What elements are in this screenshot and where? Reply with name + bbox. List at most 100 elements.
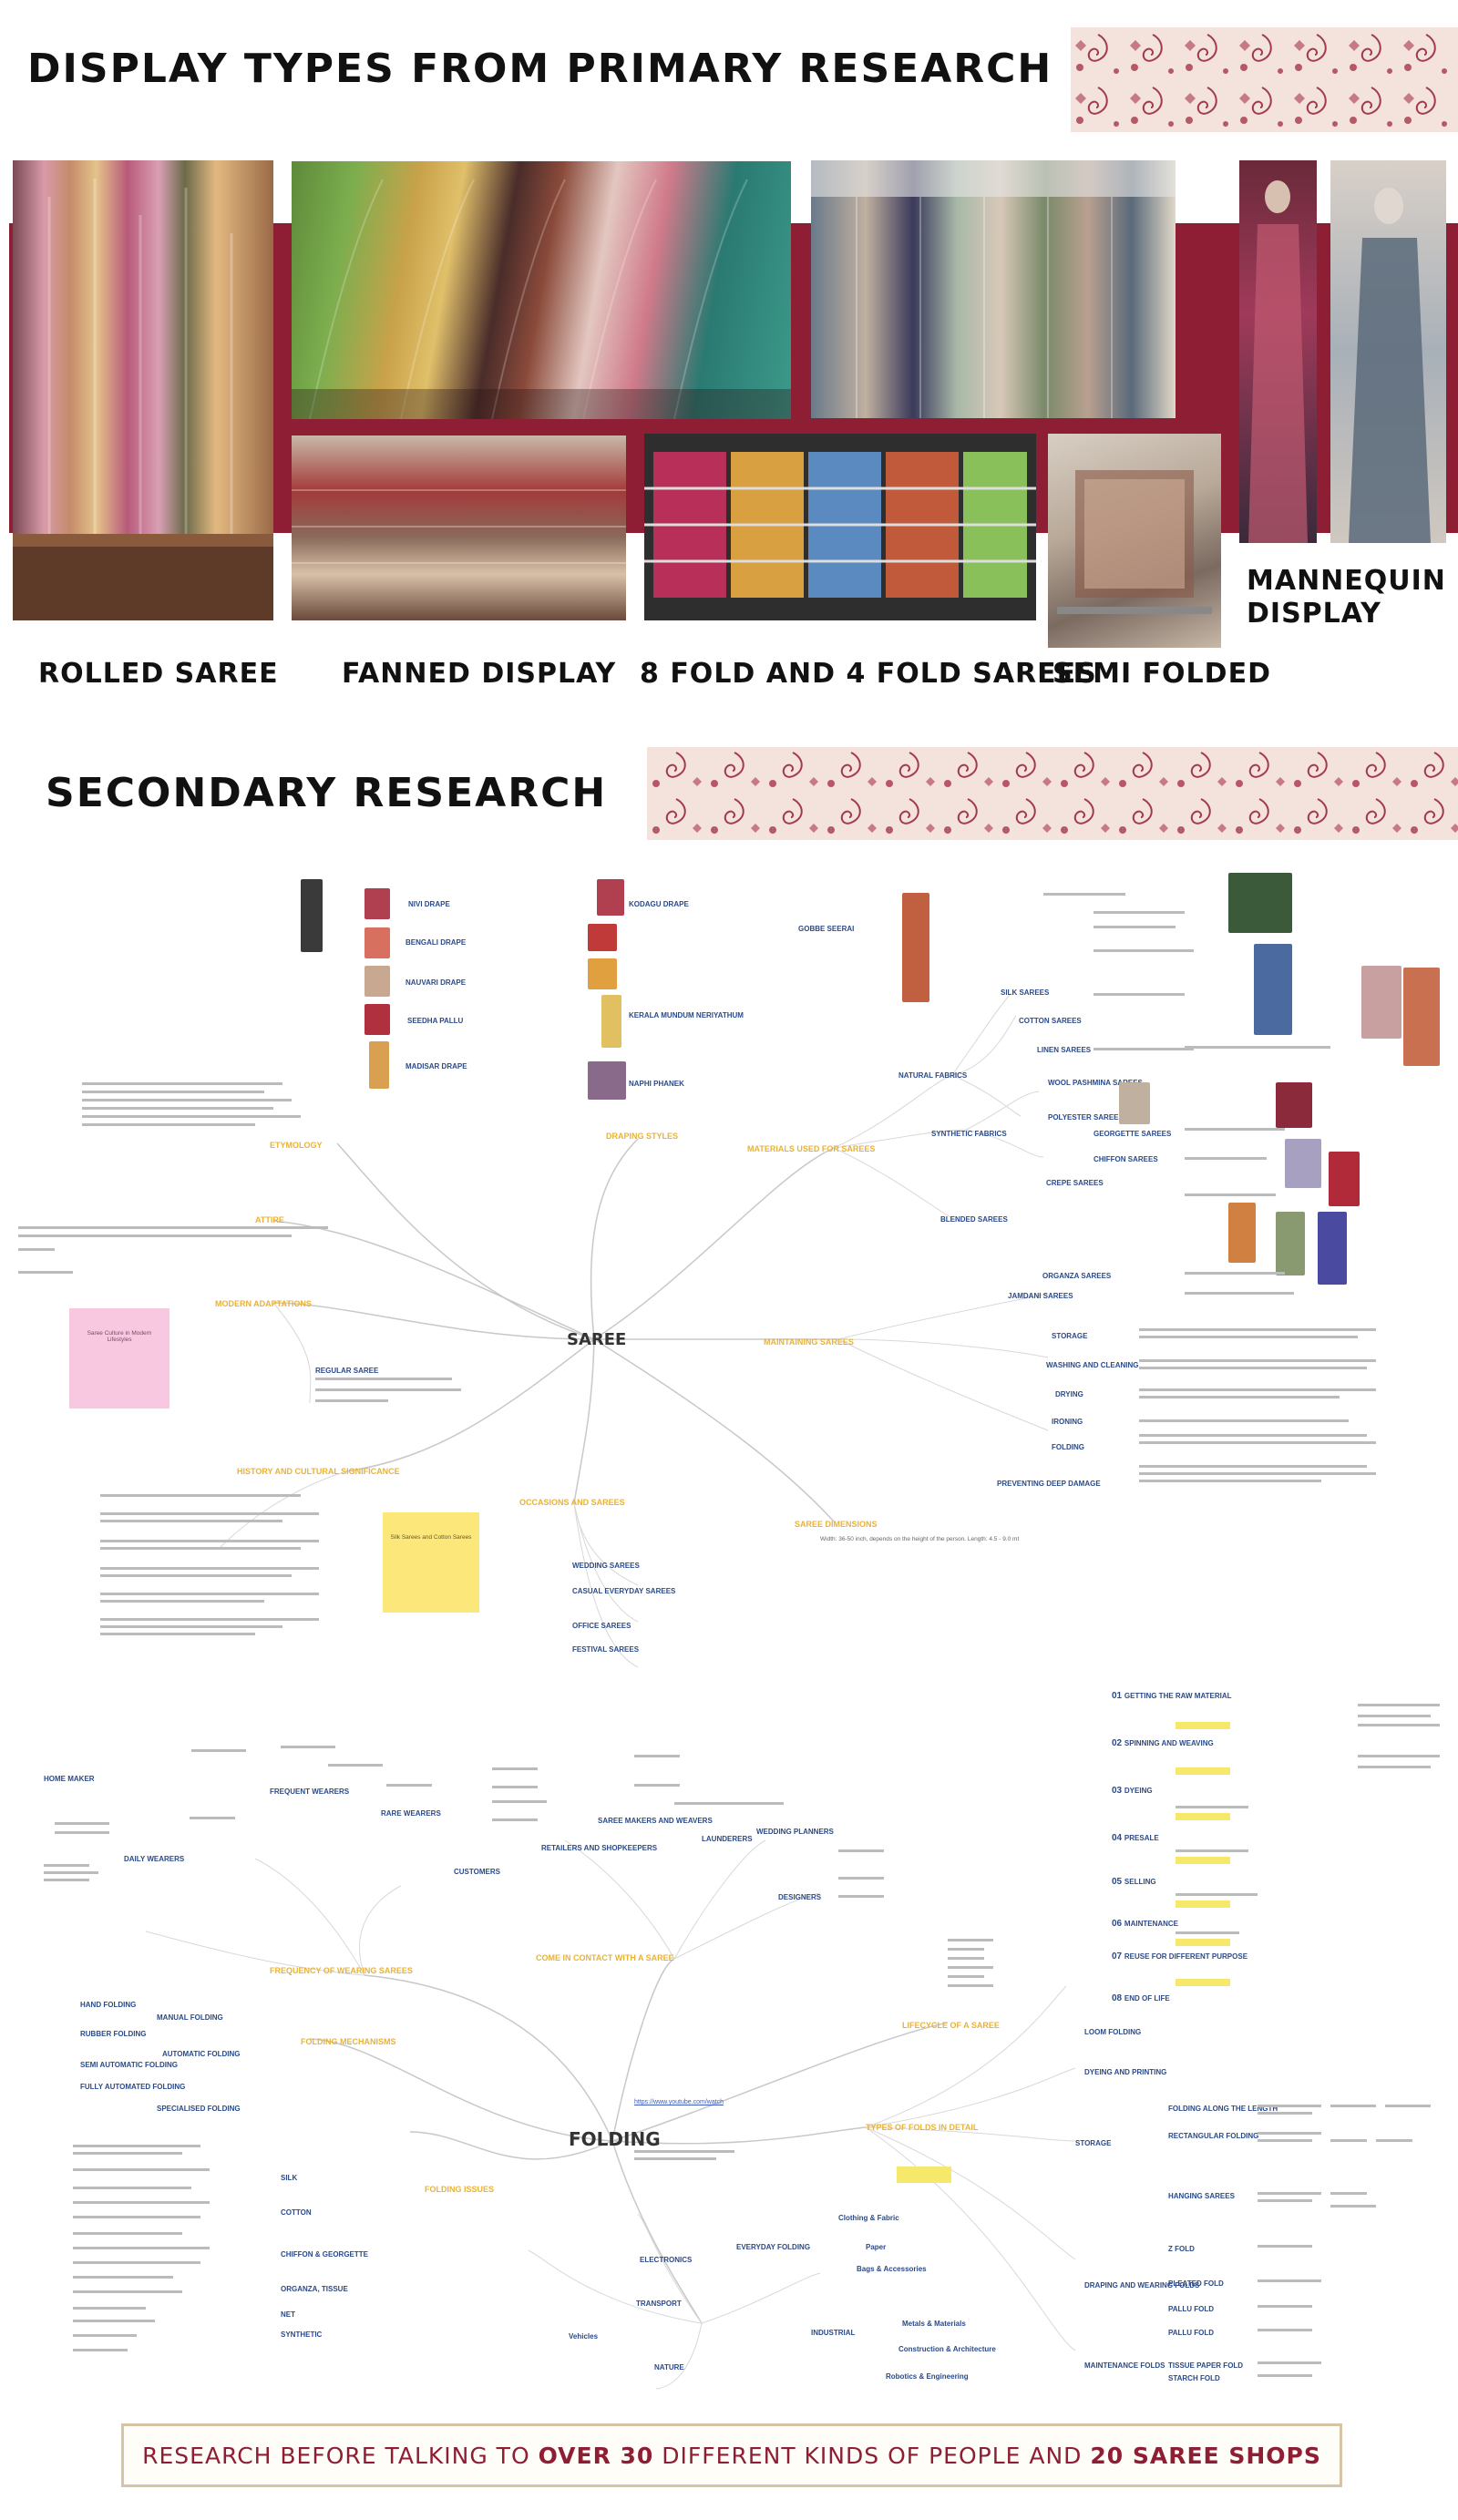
sub-chiffon-issue: CHIFFON & GEORGETTE bbox=[281, 2250, 368, 2259]
sub-metals: Metals & Materials bbox=[902, 2320, 966, 2328]
sub-georgette: GEORGETTE SAREES bbox=[1094, 1130, 1172, 1138]
footer-banner: RESEARCH BEFORE TALKING TO OVER 30 DIFFE… bbox=[121, 2423, 1342, 2487]
shelf-illustration bbox=[644, 434, 1036, 620]
sub-construction: Construction & Architecture bbox=[898, 2345, 996, 2353]
sub-transport: TRANSPORT bbox=[636, 2300, 682, 2308]
sub-wedding-planners: WEDDING PLANNERS bbox=[756, 1828, 834, 1836]
sub-gobbe: GOBBE SEERAI bbox=[798, 925, 855, 933]
mannequin-figure-2 bbox=[1349, 188, 1431, 543]
folding-mindmap-lines bbox=[145, 1839, 1076, 2390]
material-thumb-2 bbox=[1254, 944, 1292, 1035]
sub-bags: Bags & Accessories bbox=[857, 2265, 927, 2273]
sub-folding: FOLDING bbox=[1052, 1443, 1084, 1451]
youtube-link[interactable]: https://www.youtube.com/watch bbox=[634, 2099, 724, 2105]
sub-tissue: TISSUE PAPER FOLD bbox=[1168, 2361, 1244, 2370]
lifecycle-step: 01 GETTING THE RAW MATERIAL bbox=[1112, 1691, 1232, 1701]
pink-sticky-note: Saree Culture in Modern Lifestyles bbox=[69, 1308, 169, 1409]
sub-synthetic-issue: SYNTHETIC bbox=[281, 2330, 323, 2339]
sub-wool: WOOL PASHMINA SAREES bbox=[1048, 1079, 1143, 1087]
semi-folded-label: SEMI FOLDED bbox=[1052, 658, 1271, 690]
material-thumb-9 bbox=[1228, 1203, 1256, 1263]
sub-specialised: SPECIALISED FOLDING bbox=[157, 2105, 241, 2113]
fanned-display-photo-top bbox=[292, 161, 791, 419]
sub-net-issue: NET bbox=[281, 2310, 295, 2319]
sub-daily: DAILY WEARERS bbox=[124, 1855, 185, 1863]
sub-kerala: KERALA MUNDUM NERIYATHUM bbox=[629, 1011, 744, 1019]
fold-sarees-label: 8 FOLD AND 4 FOLD SAREES bbox=[640, 658, 1097, 690]
sub-draping-folds: DRAPING AND WEARING FOLDS bbox=[1084, 2281, 1200, 2290]
node-maintaining: MAINTAINING SAREES bbox=[764, 1337, 854, 1347]
material-thumb-7 bbox=[1285, 1139, 1321, 1188]
sub-kodagu: KODAGU DRAPE bbox=[629, 900, 689, 908]
sub-hanging: HANGING SAREES bbox=[1168, 2192, 1235, 2200]
mannequin-label-line1: MANNEQUIN bbox=[1247, 565, 1446, 597]
sub-cotton-issue: COTTON bbox=[281, 2208, 312, 2217]
node-dimensions: SAREE DIMENSIONS bbox=[795, 1520, 878, 1529]
node-attire: ATTIRE bbox=[255, 1215, 284, 1224]
folding-mindmap-text-lines bbox=[44, 1746, 1431, 2377]
material-thumb-3 bbox=[1361, 966, 1402, 1039]
sub-paper: Paper bbox=[866, 2243, 887, 2251]
material-thumb-1 bbox=[1228, 873, 1292, 933]
node-etymology: ETYMOLOGY bbox=[270, 1141, 323, 1150]
lifecycle-step: 03 DYEING bbox=[1112, 1786, 1153, 1796]
sub-manual: MANUAL FOLDING bbox=[157, 2013, 223, 2022]
sub-ashapaud: NAPHI PHANEK bbox=[629, 1080, 684, 1088]
sub-preventing: PREVENTING DEEP DAMAGE bbox=[997, 1480, 1101, 1488]
sub-vehicles: Vehicles bbox=[569, 2332, 599, 2341]
primary-header-banner bbox=[1071, 27, 1458, 132]
sub-automatic: AUTOMATIC FOLDING bbox=[162, 2050, 241, 2058]
sub-bengali: BENGALI DRAPE bbox=[406, 938, 467, 947]
drape-thumb-5 bbox=[364, 1004, 390, 1035]
sub-robotics: Robotics & Engineering bbox=[886, 2372, 969, 2381]
material-thumb-11 bbox=[1318, 1212, 1347, 1285]
pink-note-text: Saree Culture in Modern Lifestyles bbox=[87, 1330, 152, 1343]
node-types: TYPES OF FOLDS IN DETAIL bbox=[866, 2123, 979, 2132]
sub-starch: STARCH FOLD bbox=[1168, 2374, 1220, 2382]
node-frequency: FREQUENCY OF WEARING SAREES bbox=[270, 1966, 413, 1975]
primary-research-title: DISPLAY TYPES FROM PRIMARY RESEARCH bbox=[27, 46, 1053, 92]
sub-polyester: POLYESTER SAREES bbox=[1048, 1113, 1124, 1122]
sub-silk: SILK SAREES bbox=[1001, 989, 1050, 997]
saree-mindmap-text-lines bbox=[18, 893, 1376, 1635]
lifecycle-step: 02 SPINNING AND WEAVING bbox=[1112, 1738, 1214, 1748]
node-history: HISTORY AND CULTURAL SIGNIFICANCE bbox=[237, 1467, 400, 1476]
sub-synthetic: SYNTHETIC FABRICS bbox=[931, 1130, 1007, 1138]
footer-part3: DIFFERENT KINDS OF PEOPLE AND bbox=[653, 2442, 1091, 2469]
sub-gujarati: SEEDHA PALLU bbox=[407, 1017, 464, 1025]
sub-organza: ORGANZA SAREES bbox=[1042, 1272, 1112, 1280]
sub-linen: LINEN SAREES bbox=[1037, 1046, 1092, 1054]
sub-pleated: PLEATED FOLD bbox=[1168, 2279, 1224, 2288]
folding-mindmap-center: FOLDING bbox=[569, 2128, 661, 2150]
sub-homemaker: HOME MAKER bbox=[44, 1775, 95, 1783]
sub-storage: STORAGE bbox=[1052, 1332, 1088, 1340]
sub-organza-issue: ORGANZA, TISSUE bbox=[281, 2285, 348, 2293]
drape-thumb-12 bbox=[902, 893, 929, 1002]
sub-makers: SAREE MAKERS AND WEAVERS bbox=[598, 1817, 713, 1825]
sub-madisar: MADISAR DRAPE bbox=[406, 1062, 467, 1070]
rolled-saree-label: ROLLED SAREE bbox=[38, 658, 279, 690]
drape-thumb-3 bbox=[364, 927, 390, 958]
secondary-research-title: SECONDARY RESEARCH bbox=[46, 770, 608, 816]
sub-designers: DESIGNERS bbox=[778, 1893, 822, 1901]
drape-thumb-4 bbox=[364, 966, 390, 997]
dimensions-text: Width: 36-50 inch, depends on the height… bbox=[820, 1536, 1020, 1542]
sub-regular: REGULAR SAREE bbox=[315, 1367, 379, 1375]
sub-washing: WASHING AND CLEANING bbox=[1046, 1361, 1139, 1369]
sub-crepe: CREPE SAREES bbox=[1046, 1179, 1104, 1187]
mannequin-figure-1 bbox=[1248, 180, 1308, 543]
sub-casual: CASUAL EVERYDAY SAREES bbox=[572, 1587, 676, 1595]
node-draping: DRAPING STYLES bbox=[606, 1132, 679, 1141]
sub-semi-auto: SEMI AUTOMATIC FOLDING bbox=[80, 2061, 178, 2069]
drape-thumb-11 bbox=[588, 1061, 626, 1100]
material-thumb-6 bbox=[1276, 1082, 1312, 1128]
drape-thumb-2 bbox=[364, 888, 390, 919]
node-materials: MATERIALS USED FOR SAREES bbox=[747, 1144, 876, 1153]
sub-rare: RARE WEARERS bbox=[381, 1809, 441, 1818]
lifecycle-step: 04 PRESALE bbox=[1112, 1833, 1159, 1843]
node-contact: COME IN CONTACT WITH A SAREE bbox=[536, 1953, 674, 1962]
paisley-pattern-2 bbox=[647, 747, 1458, 840]
lifecycle-step: 07 REUSE FOR DIFFERENT PURPOSE bbox=[1112, 1951, 1248, 1962]
material-thumb-4 bbox=[1403, 968, 1440, 1066]
yellow-note-text: Silk Sarees and Cotton Sarees bbox=[390, 1534, 472, 1541]
